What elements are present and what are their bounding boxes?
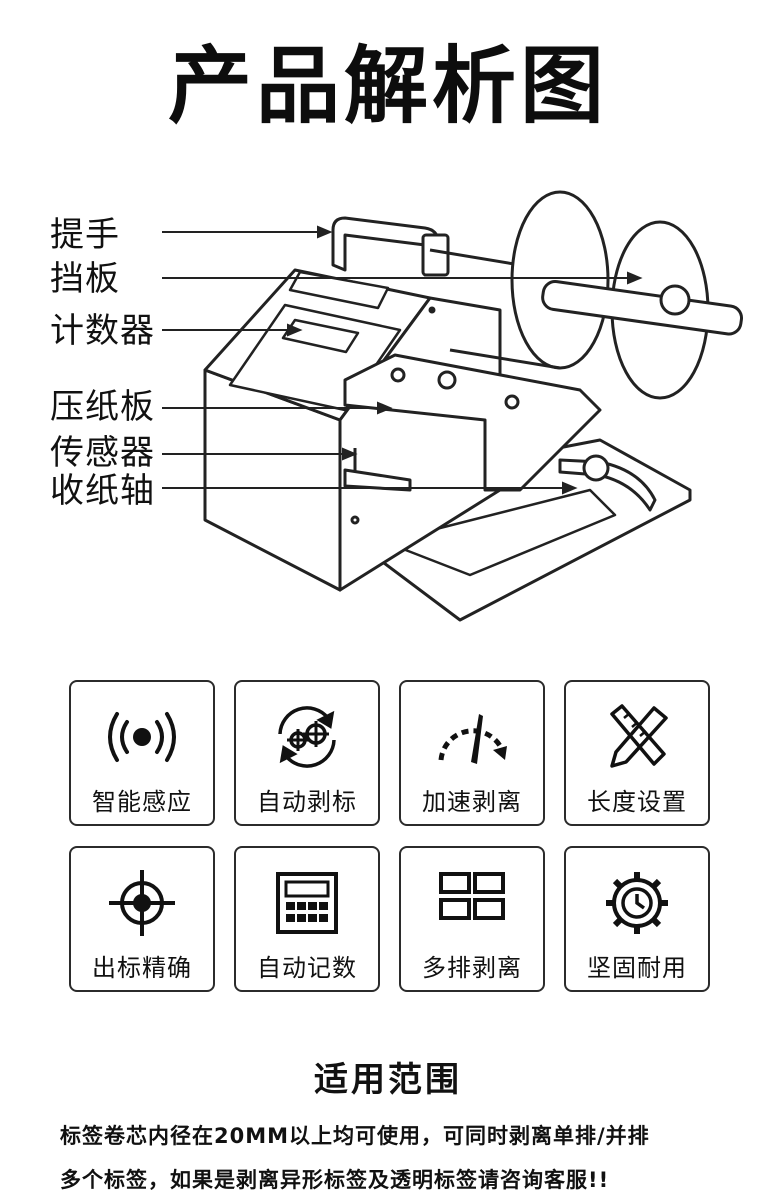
gears-cycle-icon (278, 706, 336, 768)
feature-card-auto-count: 自动记数 (234, 846, 380, 992)
feature-label: 长度设置 (587, 788, 687, 816)
speedometer-icon (438, 714, 507, 764)
front-reel (510, 190, 610, 370)
feature-card-accelerated-peel: 加速剥离 (399, 680, 545, 826)
callout-baffle: 挡板 (50, 259, 120, 299)
feature-card-multi-row-peel: 多排剥离 (399, 846, 545, 992)
label-dispenser-illustration (162, 190, 744, 622)
feature-card-precise-output: 出标精确 (69, 846, 215, 992)
feature-label: 坚固耐用 (587, 954, 687, 982)
feature-card-length-setting: 长度设置 (564, 680, 710, 826)
gear-clock-icon (606, 872, 668, 934)
feature-card-auto-peel: 自动剥标 (234, 680, 380, 826)
handle-block (421, 233, 450, 277)
counter-display-icon (276, 872, 338, 934)
sensor-arm (343, 468, 412, 492)
feature-label: 智能感应 (92, 788, 192, 816)
scope-title: 适用范围 (314, 1060, 462, 1100)
callout-pressing-plate: 压纸板 (50, 387, 155, 427)
feature-label: 加速剥离 (422, 788, 522, 816)
callout-counter: 计数器 (50, 311, 155, 351)
scope-line-1: 标签卷芯内径在20MM以上均可使用，可同时剥离单排/并排 (60, 1124, 650, 1148)
scope-description: 标签卷芯内径在20MM以上均可使用，可同时剥离单排/并排 多个标签，如果是剥离异… (60, 1114, 740, 1202)
feature-label: 出标精确 (92, 954, 192, 982)
feature-grid: 智能感应 自动剥标 加速剥离 (69, 680, 711, 992)
page-title: 产品解析图 (167, 37, 608, 135)
shaft-knob (659, 284, 691, 316)
wireless-sensor-icon (108, 712, 176, 762)
callout-take-up-roller: 收纸轴 (50, 471, 155, 511)
feature-label: 多排剥离 (422, 954, 522, 982)
crosshair-target-icon (109, 870, 175, 936)
pressing-plate (343, 353, 602, 492)
product-diagram: 提手 挡板 计数器 压纸板 传感器 收纸轴 (0, 190, 776, 650)
scope-line-2: 多个标签，如果是剥离异形标签及透明标签请咨询客服!! (60, 1168, 610, 1192)
callout-handle: 提手 (50, 215, 120, 255)
ruler-pencil-icon (610, 704, 668, 768)
feature-label: 自动记数 (257, 954, 357, 982)
callout-sensor: 传感器 (50, 433, 155, 473)
feature-card-smart-sensing: 智能感应 (69, 680, 215, 826)
feature-label: 自动剥标 (257, 788, 357, 816)
tray-inner (383, 488, 617, 577)
grid-rows-icon (439, 872, 505, 920)
reel-shaft (541, 280, 744, 336)
feature-card-durable: 坚固耐用 (564, 846, 710, 992)
